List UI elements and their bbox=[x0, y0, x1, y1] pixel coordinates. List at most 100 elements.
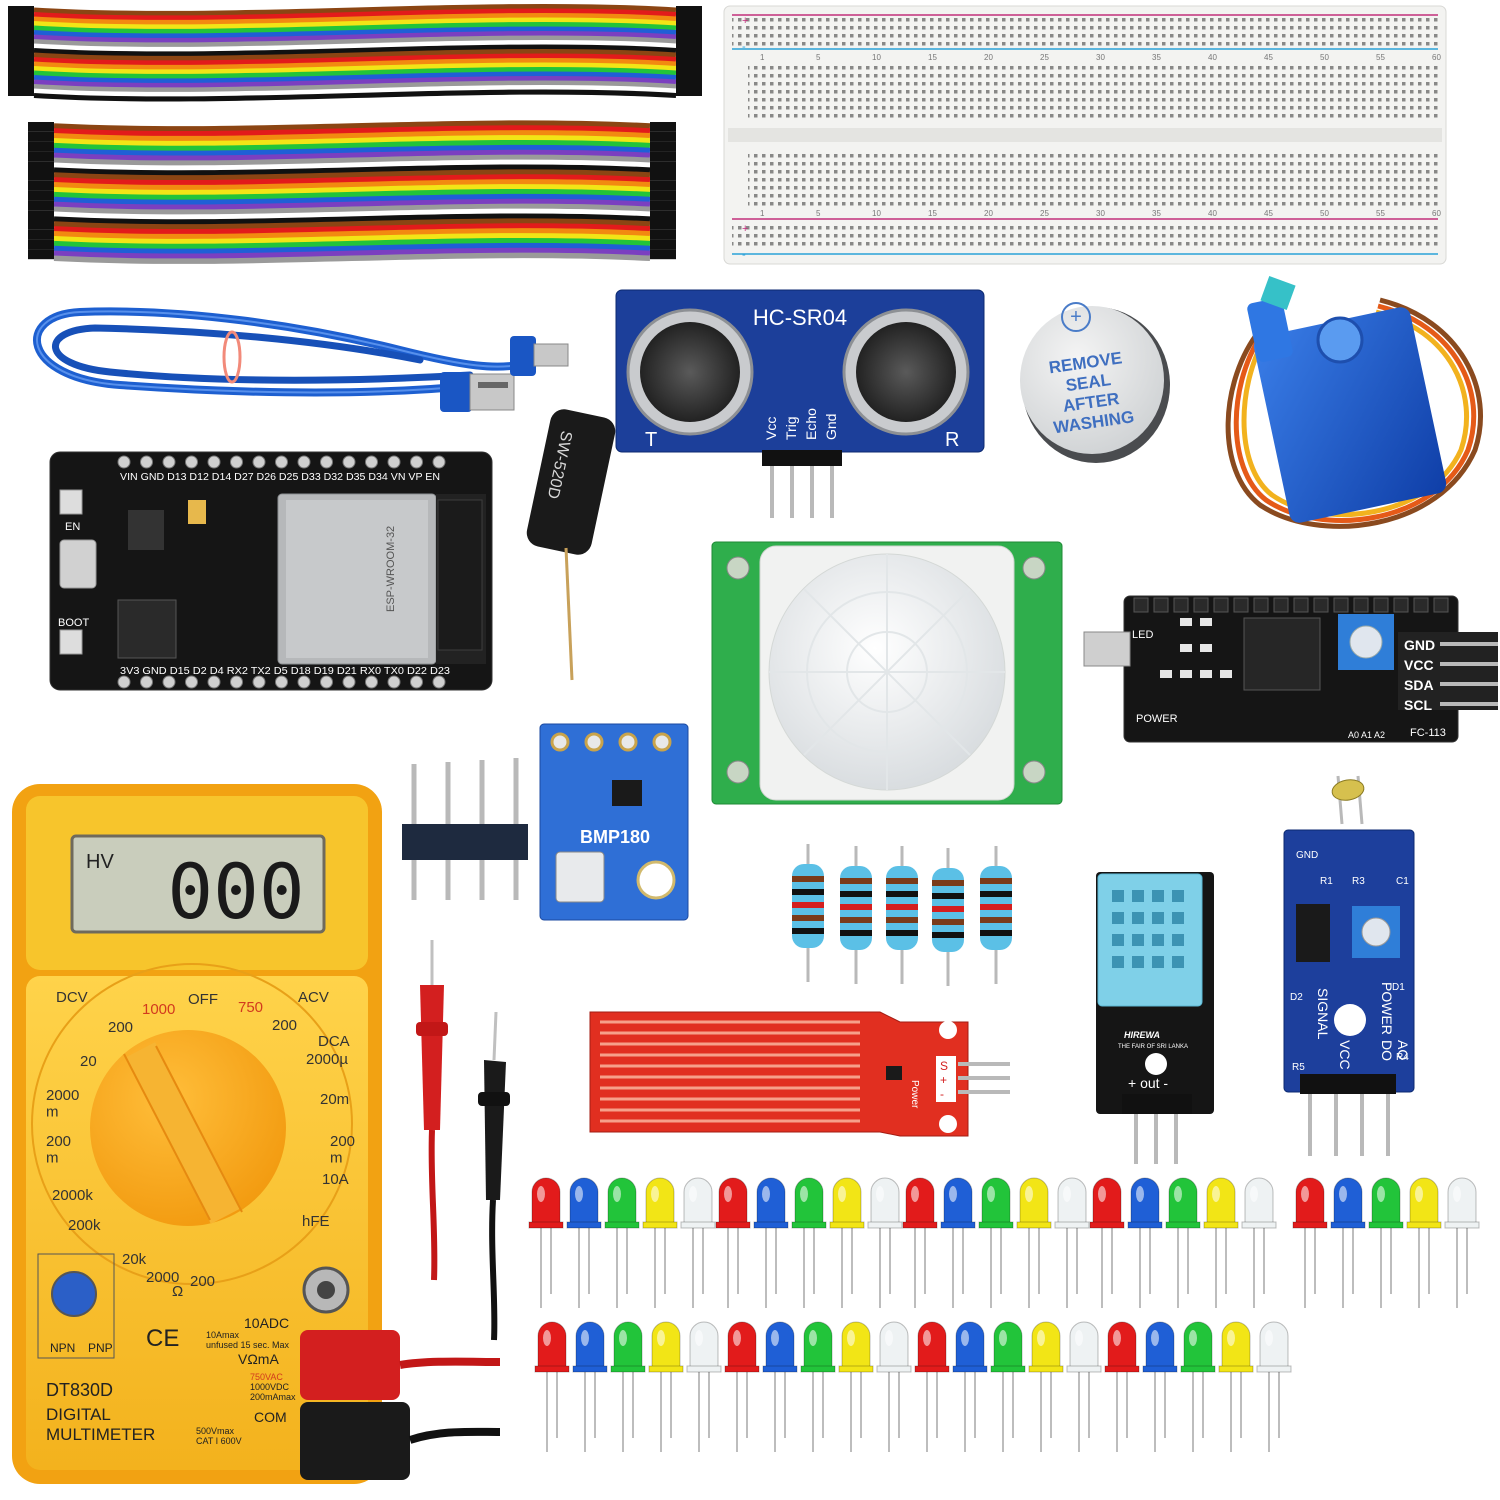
breadboard-column-number: 30 bbox=[1096, 53, 1105, 62]
i2c-gnd-label: GND bbox=[1404, 637, 1435, 653]
led bbox=[902, 1177, 938, 1308]
led bbox=[867, 1177, 903, 1308]
breadboard-column-number: 20 bbox=[984, 53, 993, 62]
multimeter-range-20: 20 bbox=[80, 1053, 97, 1070]
multimeter-warn-750vac: 750VAC bbox=[250, 1372, 283, 1382]
dht-pin-labels: + out - bbox=[1128, 1075, 1168, 1091]
ultrasonic-model-label: HC-SR04 bbox=[753, 305, 847, 330]
led bbox=[1203, 1177, 1239, 1308]
jumper-wire bbox=[53, 223, 651, 235]
resistor bbox=[980, 846, 1012, 984]
led bbox=[1028, 1321, 1064, 1452]
multimeter-warn-500vmax: 500Vmax bbox=[196, 1426, 235, 1436]
led bbox=[572, 1321, 608, 1452]
jumper-wire bbox=[33, 76, 677, 88]
jumper-wire bbox=[53, 247, 651, 260]
pir-motion-sensor bbox=[711, 541, 1063, 805]
ultrasonic-t-label: T bbox=[645, 429, 657, 451]
ldr-c1-label: C1 bbox=[1396, 876, 1409, 887]
jumper-wire bbox=[53, 213, 651, 225]
multimeter-off: OFF bbox=[188, 991, 218, 1008]
led bbox=[1016, 1177, 1052, 1308]
multimeter-hfe: hFE bbox=[302, 1213, 330, 1230]
led bbox=[952, 1321, 988, 1452]
jumper-wires-top bbox=[8, 4, 702, 102]
micro-usb-plug bbox=[510, 336, 569, 376]
multimeter-range-750: 750 bbox=[238, 999, 263, 1016]
jumper-wire bbox=[53, 188, 651, 201]
led bbox=[1089, 1177, 1125, 1308]
breadboard-column-number: 10 bbox=[872, 209, 881, 218]
breadboard-column-number: 25 bbox=[1040, 209, 1049, 218]
i2c-top-pin-header bbox=[1133, 597, 1449, 613]
ldr-d1-label: D1 bbox=[1392, 982, 1405, 993]
jumper-wire bbox=[33, 40, 677, 52]
breadboard-column-number: 45 bbox=[1264, 53, 1273, 62]
multimeter-dca: DCA bbox=[318, 1033, 350, 1050]
led bbox=[566, 1177, 602, 1308]
i2c-scl-label: SCL bbox=[1404, 697, 1432, 713]
breadboard: + - + - 11551010151520202525303035354040… bbox=[723, 5, 1447, 265]
jumper-wire bbox=[53, 193, 651, 206]
ldr-vcc-label: VCC bbox=[1337, 1040, 1353, 1070]
led bbox=[940, 1177, 976, 1308]
jumper-wire bbox=[53, 233, 651, 245]
multimeter-port-10adc: 10ADC bbox=[244, 1315, 289, 1331]
water-level-sensor: S + - Power bbox=[589, 1011, 1010, 1137]
multimeter-display: 000 bbox=[167, 847, 304, 936]
multimeter-range-200k: 200k bbox=[68, 1217, 101, 1234]
jumper-wire bbox=[53, 164, 651, 176]
led bbox=[1406, 1177, 1442, 1308]
led bbox=[800, 1321, 836, 1452]
ldr-r4-label: R4 bbox=[1396, 1052, 1409, 1063]
jumper-wire bbox=[53, 130, 651, 142]
ldr-power-label: POWER bbox=[1379, 982, 1395, 1035]
jumper-wire bbox=[33, 67, 677, 79]
multimeter-range-1000: 1000 bbox=[142, 1001, 175, 1018]
led bbox=[1066, 1321, 1102, 1452]
breadboard-column-number: 60 bbox=[1432, 53, 1441, 62]
esp32-boot-label: BOOT bbox=[58, 617, 89, 629]
jumper-wire bbox=[53, 218, 651, 230]
breadboard-column-number: 10 bbox=[872, 53, 881, 62]
i2c-power-label: POWER bbox=[1136, 713, 1178, 725]
digital-multimeter: HV 000 DCV ACV DCA OFF 1000 750 200 200 … bbox=[12, 784, 501, 1484]
breadboard-plus-top: + bbox=[742, 15, 748, 27]
multimeter-warn-unfused: unfused 15 sec. Max bbox=[206, 1340, 290, 1350]
multimeter-range-20k: 20k bbox=[122, 1251, 147, 1268]
led bbox=[604, 1177, 640, 1308]
jumper-wire bbox=[53, 179, 651, 191]
dht-brand: HIREWA bbox=[1124, 1030, 1160, 1040]
jumper-wire bbox=[33, 4, 677, 16]
multimeter-ohm-symbol: Ω bbox=[172, 1283, 183, 1300]
breadboard-column-number: 5 bbox=[816, 209, 821, 218]
breadboard-column-number: 50 bbox=[1320, 53, 1329, 62]
led bbox=[1241, 1177, 1277, 1308]
ultrasonic-r-label: R bbox=[945, 429, 959, 451]
jumper-wire bbox=[33, 89, 677, 102]
i2c-address-label: A0 A1 A2 bbox=[1348, 730, 1385, 740]
led bbox=[1054, 1177, 1090, 1308]
breadboard-column-number: 35 bbox=[1152, 53, 1161, 62]
led bbox=[1127, 1177, 1163, 1308]
multimeter-sub-digital: DIGITAL bbox=[46, 1405, 111, 1424]
multimeter-hv-label: HV bbox=[86, 851, 114, 873]
breadboard-column-number: 55 bbox=[1376, 209, 1385, 218]
jumper-wire bbox=[33, 22, 677, 34]
jumper-wire bbox=[53, 208, 651, 220]
ldr-do-label: DO bbox=[1379, 1040, 1395, 1061]
jumper-wire bbox=[53, 149, 651, 162]
led bbox=[838, 1321, 874, 1452]
jumper-wire bbox=[33, 49, 677, 61]
multimeter-range-20m: 20m bbox=[320, 1091, 349, 1108]
esp32-pin-headers bbox=[117, 455, 446, 689]
esp32-bottom-pin-labels: 3V3 GND D15 D2 D4 RX2 TX2 D5 D18 D19 D21… bbox=[120, 666, 450, 677]
servo-motor bbox=[1225, 275, 1483, 529]
ldr-r1-label: R1 bbox=[1320, 876, 1333, 887]
led bbox=[876, 1321, 912, 1452]
bmp180-label: BMP180 bbox=[580, 827, 650, 847]
ultrasonic-pin-gnd: Gnd bbox=[823, 414, 839, 440]
esp32-top-pin-labels: VIN GND D13 D12 D14 D27 D26 D25 D33 D32 … bbox=[120, 472, 440, 483]
